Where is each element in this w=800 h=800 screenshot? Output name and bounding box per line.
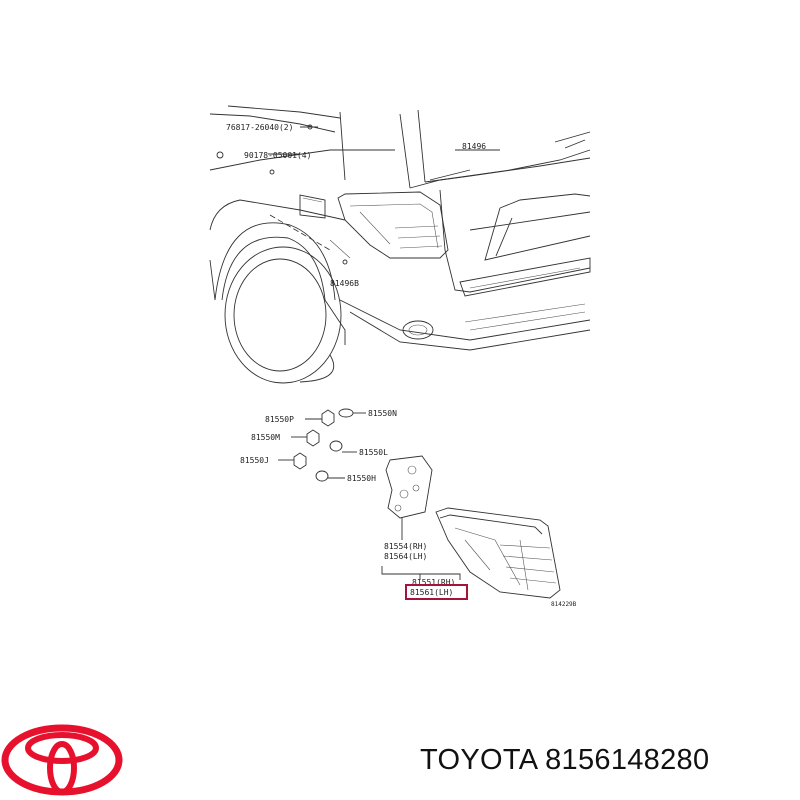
label-81550l: 81550L: [359, 448, 388, 457]
label-76817: 76817-26040(2): [226, 123, 293, 132]
label-81550p: 81550P: [265, 415, 294, 424]
socket-81550j: [278, 452, 307, 470]
label-81550m: 81550M: [251, 433, 280, 442]
highlight-box: [405, 584, 468, 600]
label-81554: 81554(RH): [384, 542, 427, 551]
label-81496b: 81496B: [330, 279, 359, 288]
gasket-81554: [385, 455, 433, 540]
label-81496: 81496: [462, 142, 486, 151]
label-81550j: 81550J: [240, 456, 269, 465]
vehicle-rear-illustration: [209, 105, 591, 384]
label-90178: 90178-05001(4): [244, 151, 311, 160]
bulb-81550l: [329, 440, 357, 453]
exploded-components: [278, 408, 561, 599]
label-81551: 81551(RH): [412, 578, 455, 587]
label-81561: 81561(LH): [410, 588, 453, 597]
label-81564: 81564(LH): [384, 552, 427, 561]
label-81550n: 81550N: [368, 409, 397, 418]
bulb-81550h: [315, 470, 345, 482]
bulb-81550n: [338, 408, 366, 418]
label-81550h: 81550H: [347, 474, 376, 483]
toyota-logo: [1, 724, 123, 796]
tail-lamp-assembly: [435, 507, 561, 599]
part-labels: 76817-26040(2) 90178-05001(4) 81496 8149…: [226, 123, 577, 608]
socket-81550m: [291, 429, 320, 447]
brand-part-number-caption: TOYOTA 8156148280: [420, 744, 710, 776]
socket-81550p: [305, 409, 335, 427]
diagram-code: 814229B: [551, 601, 577, 608]
